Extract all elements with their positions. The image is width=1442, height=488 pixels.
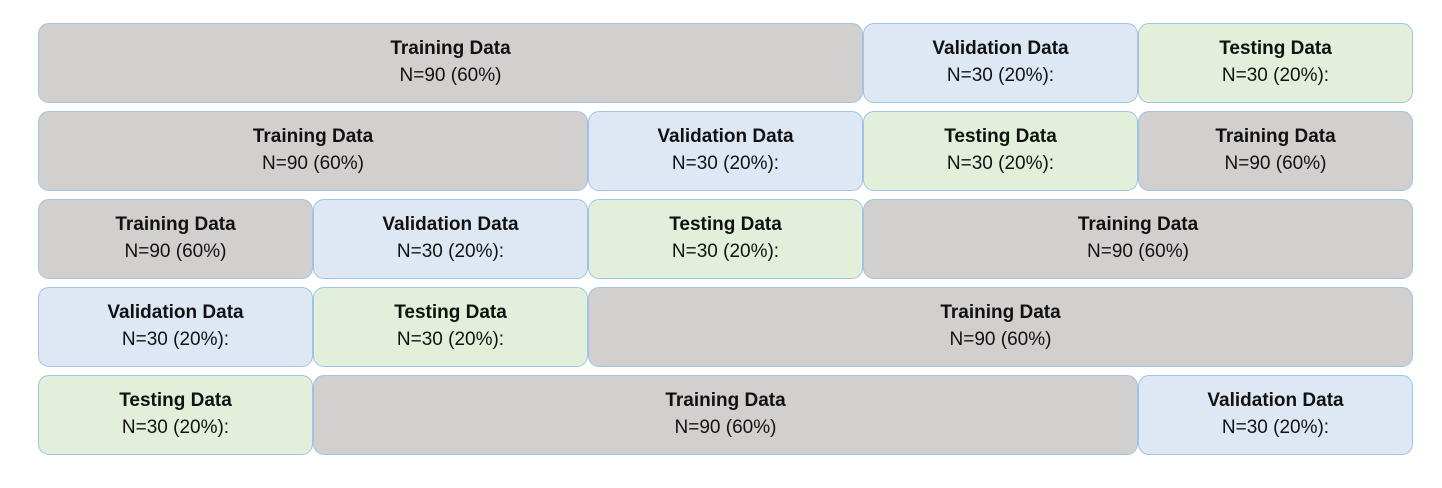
- training-block: Training Data N=90 (60%): [38, 111, 588, 191]
- block-name: Testing Data: [944, 126, 1057, 147]
- testing-block: Testing Data N=30 (20%):: [313, 287, 588, 367]
- block-name: Validation Data: [107, 302, 244, 323]
- block-count: N=30 (20%):: [1221, 417, 1330, 438]
- split-row: Validation Data N=30 (20%): Testing Data…: [38, 287, 1413, 367]
- block-name: Training Data: [665, 390, 786, 411]
- training-block: Training Data N=90 (60%): [38, 199, 313, 279]
- testing-block: Testing Data N=30 (20%):: [863, 111, 1138, 191]
- training-block: Training Data N=90 (60%): [1138, 111, 1413, 191]
- block-name: Training Data: [940, 302, 1061, 323]
- training-block: Training Data N=90 (60%): [38, 23, 863, 103]
- training-block: Training Data N=90 (60%): [588, 287, 1413, 367]
- block-count: N=30 (20%):: [946, 65, 1055, 86]
- testing-block: Testing Data N=30 (20%):: [588, 199, 863, 279]
- block-name: Validation Data: [932, 38, 1069, 59]
- block-name: Validation Data: [1207, 390, 1344, 411]
- block-name: Training Data: [252, 126, 374, 147]
- block-count: N=30 (20%):: [671, 241, 780, 262]
- block-name: Training Data: [1077, 214, 1199, 235]
- split-row: Training Data N=90 (60%) Validation Data…: [38, 111, 1413, 191]
- block-name: Validation Data: [657, 126, 794, 147]
- split-row: Testing Data N=30 (20%): Training Data N…: [38, 375, 1413, 455]
- validation-block: Validation Data N=30 (20%):: [38, 287, 313, 367]
- data-split-diagram: Training Data N=90 (60%) Validation Data…: [38, 23, 1413, 455]
- block-name: Training Data: [390, 38, 511, 59]
- block-count: N=90 (60%): [949, 329, 1052, 350]
- block-count: N=30 (20%):: [671, 153, 780, 174]
- block-name: Testing Data: [394, 302, 507, 323]
- block-count: N=90 (60%): [1087, 241, 1189, 262]
- validation-block: Validation Data N=30 (20%):: [588, 111, 863, 191]
- block-count: N=30 (20%):: [396, 329, 505, 350]
- block-count: N=30 (20%):: [946, 153, 1055, 174]
- block-count: N=90 (60%): [1224, 153, 1327, 174]
- block-count: N=30 (20%):: [121, 417, 230, 438]
- block-count: N=90 (60%): [124, 241, 227, 262]
- block-name: Testing Data: [119, 390, 232, 411]
- block-count: N=30 (20%):: [121, 329, 230, 350]
- block-count: N=30 (20%):: [1221, 65, 1330, 86]
- block-name: Testing Data: [1219, 38, 1332, 59]
- block-name: Training Data: [1215, 126, 1336, 147]
- validation-block: Validation Data N=30 (20%):: [1138, 375, 1413, 455]
- block-name: Validation Data: [382, 214, 519, 235]
- block-count: N=90 (60%): [399, 65, 502, 86]
- split-row: Training Data N=90 (60%) Validation Data…: [38, 23, 1413, 103]
- block-count: N=30 (20%):: [396, 241, 505, 262]
- block-count: N=90 (60%): [674, 417, 777, 438]
- block-name: Training Data: [115, 214, 236, 235]
- validation-block: Validation Data N=30 (20%):: [863, 23, 1138, 103]
- validation-block: Validation Data N=30 (20%):: [313, 199, 588, 279]
- block-count: N=90 (60%): [262, 153, 364, 174]
- testing-block: Testing Data N=30 (20%):: [1138, 23, 1413, 103]
- training-block: Training Data N=90 (60%): [863, 199, 1413, 279]
- testing-block: Testing Data N=30 (20%):: [38, 375, 313, 455]
- training-block: Training Data N=90 (60%): [313, 375, 1138, 455]
- block-name: Testing Data: [669, 214, 782, 235]
- split-row: Training Data N=90 (60%) Validation Data…: [38, 199, 1413, 279]
